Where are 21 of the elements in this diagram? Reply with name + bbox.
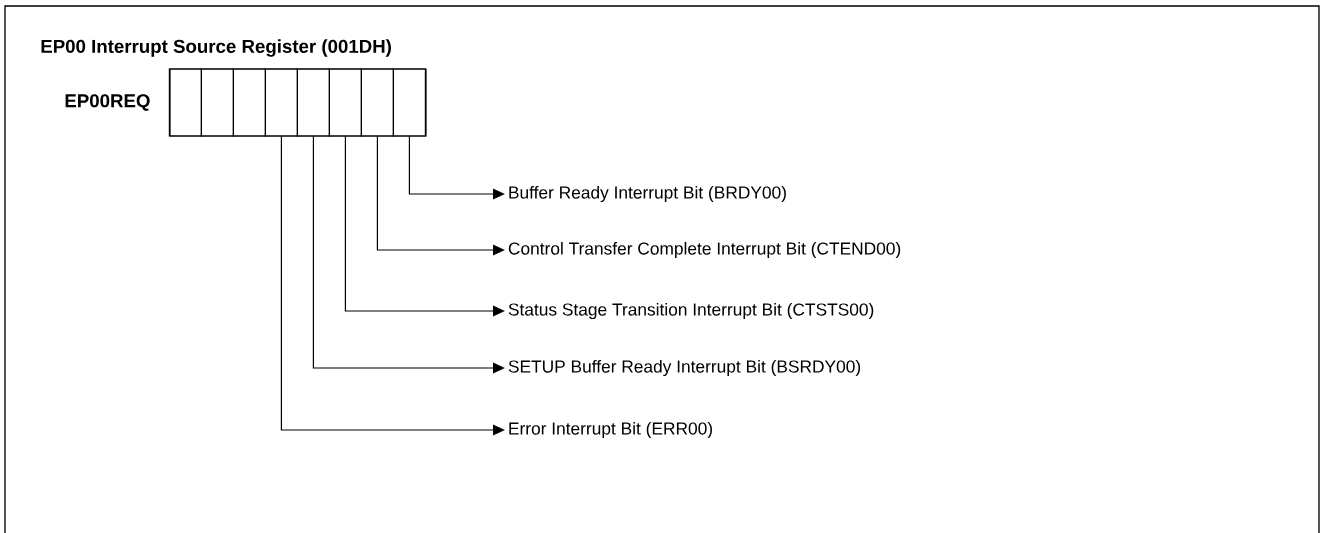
arrow bbox=[408, 136, 505, 200]
bit-cell bbox=[168, 68, 202, 137]
bit-description: SETUP Buffer Ready Interrupt Bit (BSRDY00) bbox=[508, 359, 861, 377]
bit-cell bbox=[296, 68, 330, 137]
arrow bbox=[376, 136, 505, 256]
bit-cell bbox=[328, 68, 362, 137]
bit-cell bbox=[264, 68, 298, 137]
bit-description: Buffer Ready Interrupt Bit (BRDY00) bbox=[509, 185, 786, 203]
bit-cell bbox=[200, 68, 234, 137]
bit-cell bbox=[232, 68, 266, 137]
bit-cell bbox=[392, 68, 426, 137]
arrow bbox=[312, 136, 505, 374]
arrow bbox=[344, 136, 505, 317]
register: EP00REQ bbox=[65, 68, 427, 137]
arrow bbox=[280, 136, 505, 436]
title: EP00 Interrupt Source Register (001DH) bbox=[41, 39, 391, 57]
bit-cell bbox=[360, 68, 394, 137]
bit-description: Control Transfer Complete Interrupt Bit (CTEND00) bbox=[508, 241, 901, 259]
node-label: EP00REQ bbox=[65, 94, 150, 111]
bit-description: Status Stage Transition Interrupt Bit (CTSTS00) bbox=[508, 302, 874, 320]
bit-description: Error Interrupt Bit (ERR00) bbox=[509, 421, 712, 439]
